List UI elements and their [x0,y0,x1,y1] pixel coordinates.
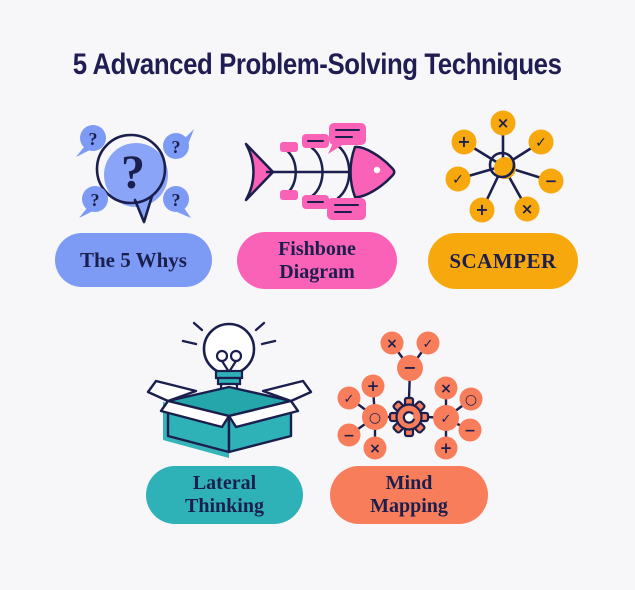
fish-head [349,145,396,199]
technique-pill-the-5-whys: The 5 Whys [55,233,212,287]
box-left-wing-flap [146,379,198,403]
pill-label-line: Fishbone [278,237,356,260]
mind-map-node: ○ [459,387,483,411]
bulb-rays [181,321,277,346]
svg-text:✓: ✓ [344,392,355,407]
technique-pill-lateral-thinking: Lateral Thinking [146,466,303,524]
pill-label-line: The 5 Whys [80,247,187,272]
lightbulb [202,322,256,391]
spider-node: ✓ [528,129,554,155]
spider-node: + [469,197,495,223]
svg-text:−: − [403,358,416,377]
fishbone-icon [244,123,396,220]
svg-text:+: + [475,200,488,219]
svg-text:+: + [440,439,453,457]
svg-text:○: ○ [465,392,477,408]
lightbulb-box-icon [146,321,313,458]
mind-map-node: + [434,436,458,460]
pill-label-line: Diagram [279,260,355,283]
mind-map-node: ○ [362,404,388,430]
mind-map-node: − [337,423,361,447]
svg-text:?: ? [89,129,98,149]
open-box [146,379,313,458]
mind-map-node: + [361,374,385,398]
mind-map-node: × [434,376,458,400]
spider-node: ✓ [445,166,471,192]
title-bar: 5 Advanced Problem-Solving Techniques [0,48,635,82]
pill-label-line: Lateral [192,472,257,494]
pill-label-line: SCAMPER [449,248,557,273]
box-front-right-flap [227,399,300,429]
technique-pill-scamper: SCAMPER [428,233,578,289]
mind-map-node: × [380,331,404,355]
pill-label-line: Thinking [185,495,264,517]
spider-hub [488,151,516,179]
mind-map-node: − [397,355,423,381]
pill-label-line: Mapping [370,495,448,517]
svg-text:✓: ✓ [452,172,464,188]
box-right-wing-flap [261,379,313,403]
small-question-bubble: ? [79,186,108,218]
svg-text:?: ? [91,190,100,210]
mind-map-node: − [458,418,482,442]
fish-eye [373,166,381,174]
svg-text:−: − [464,423,476,439]
box-front-left-flap [159,399,231,429]
small-question-bubble: ? [163,186,191,218]
svg-text:−: − [343,428,355,444]
svg-text:✓: ✓ [423,337,434,352]
svg-text:×: × [369,441,381,457]
spider-node: − [538,168,564,194]
small-question-bubble: ? [76,125,106,157]
small-question-bubble: ? [163,129,194,159]
svg-text:○: ○ [369,410,381,426]
technique-pill-fishbone-diagram: Fishbone Diagram [237,232,397,289]
question-bubbles-icon: ? ? ? ? ? [76,125,194,224]
svg-text:✓: ✓ [441,412,452,427]
svg-text:+: + [367,377,380,395]
central-question-bubble: ? [95,133,168,224]
svg-text:?: ? [172,137,181,157]
question-mark: ? [121,146,145,199]
spider-node: + [451,129,477,155]
gear-icon [388,396,430,438]
pill-label-line: Mind [385,472,433,494]
svg-text:×: × [521,200,534,218]
svg-text:−: − [545,172,558,190]
mind-map-node: ✓ [416,331,440,355]
mind-map-node: ✓ [337,386,361,410]
svg-text:?: ? [172,190,181,210]
fishbone-label-lines [307,129,360,213]
technique-pill-mind-mapping: Mind Mapping [330,466,488,524]
spider-node: × [490,110,516,136]
fish-tail [244,142,275,202]
svg-text:×: × [497,114,510,132]
svg-text:×: × [386,336,398,352]
svg-text:✓: ✓ [535,135,547,151]
mind-map-icon: − × ✓ ○ + ✓ − × [337,331,483,460]
spider-node: × [514,196,540,222]
svg-text:×: × [440,381,452,397]
svg-text:+: + [457,132,470,151]
mind-map-node: ✓ [433,405,459,431]
mind-map-node: × [363,436,387,460]
spider-diagram-icon: × ✓ − × + ✓ + [445,110,564,223]
page-title: 5 Advanced Problem-Solving Techniques [73,48,562,81]
